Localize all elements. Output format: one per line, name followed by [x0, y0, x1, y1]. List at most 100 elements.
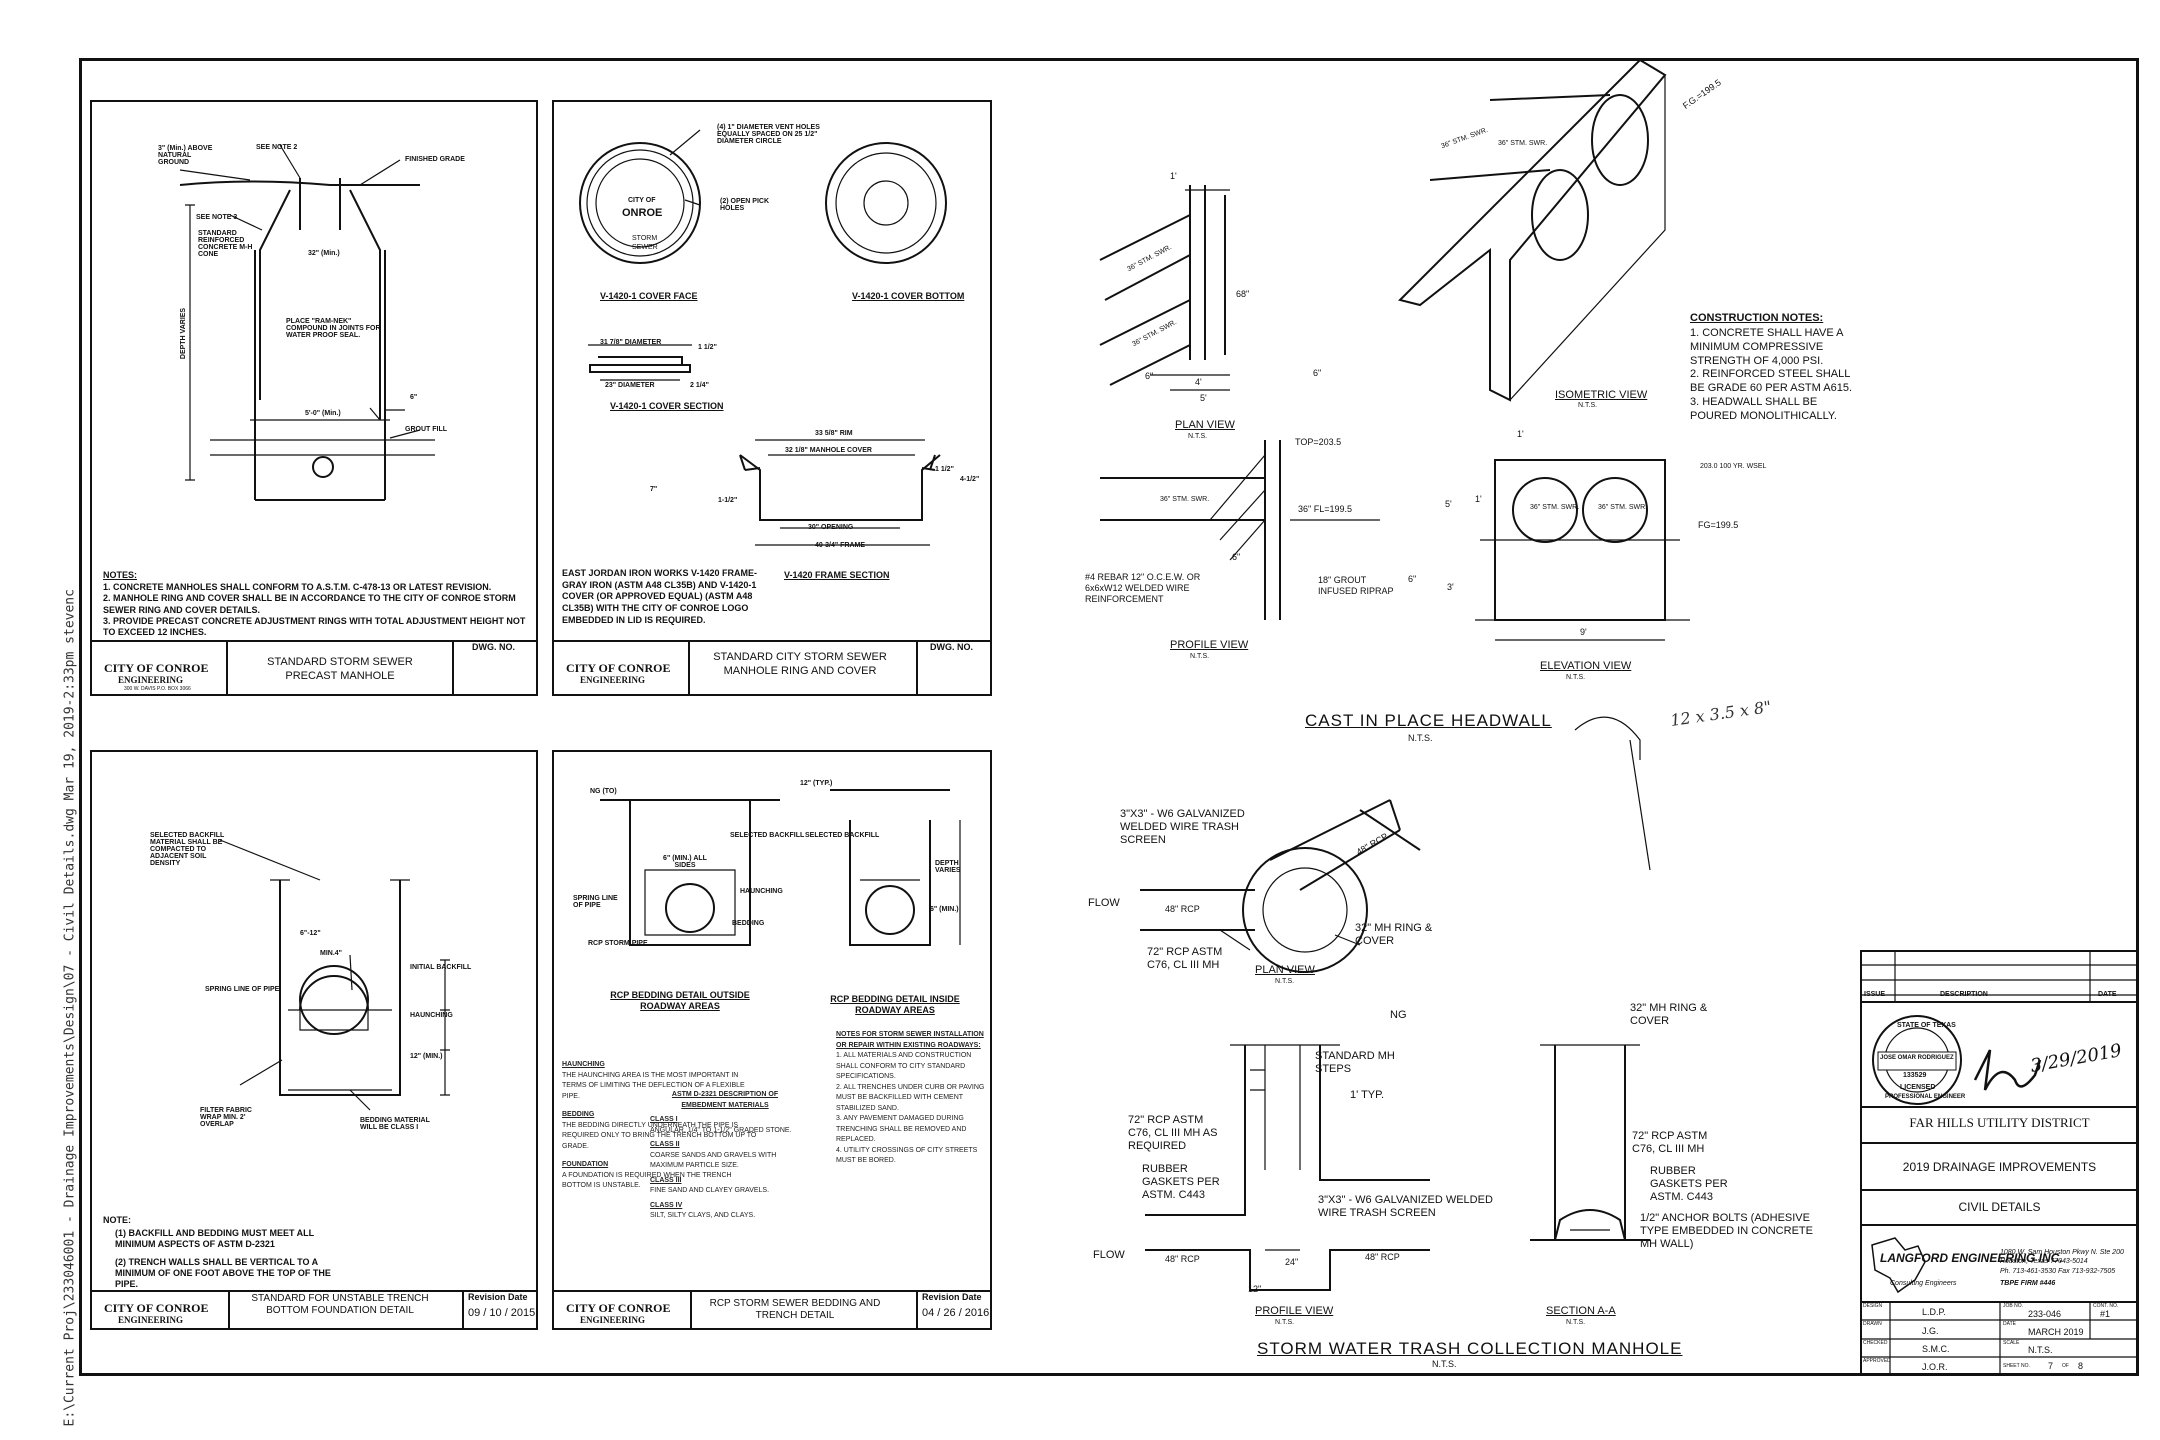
project-name: 2019 DRAINAGE IMPROVEMENTS: [1902, 1160, 2097, 1174]
ring-notes: EAST JORDAN IRON WORKS V-1420 FRAME-GRAY…: [562, 568, 758, 625]
callout: FILTER FABRIC WRAP MIN. 2' OVERLAP: [200, 1107, 252, 1128]
callout: SPRING LINE OF PIPE: [573, 895, 618, 909]
client-name: FAR HILLS UTILITY DISTRICT: [1909, 1115, 2090, 1130]
logo-eng: ENGINEERING: [580, 675, 646, 685]
callout: BEDDING: [732, 920, 765, 927]
dim: 68": [1236, 289, 1250, 299]
callout: NG (TO): [590, 788, 617, 795]
approved-label: APPROVED: [1863, 1358, 1891, 1364]
sheet-total: 8: [2078, 1361, 2084, 1371]
callout: 6" (MIN.): [930, 906, 959, 913]
nts: N.T.S.: [1275, 978, 1295, 985]
seal-state: STATE OF TEXAS: [1897, 1022, 1956, 1029]
sheet-border: [79, 58, 2139, 1376]
trench-title: STANDARD FOR UNSTABLE TRENCH BOTTOM FOUN…: [251, 1293, 429, 1316]
callout: 72" RCP ASTM C76, CL III MH AS REQUIRED: [1128, 1114, 1218, 1153]
dim: 5': [1445, 499, 1452, 509]
cover-text: SEWER: [632, 244, 658, 251]
dim: 30" OPENING: [808, 524, 854, 531]
callout: NG: [1390, 1009, 1407, 1021]
callout: 3"X3" - W6 GALVANIZED WELDED WIRE TRASH …: [1120, 808, 1245, 847]
label: V-1420-1 COVER BOTTOM: [852, 291, 965, 301]
drawn-label: DRAWN: [1863, 1321, 1882, 1327]
rev-date: 09 / 10 / 2015: [468, 1307, 536, 1319]
construction-notes-title: CONSTRUCTION NOTES:: [1690, 312, 1824, 324]
callout: SPRING LINE OF PIPE: [205, 986, 280, 993]
callout: 5'-0" (Min.): [305, 410, 341, 417]
callout: 12" (TYP.): [800, 780, 833, 787]
dim: 36" FL=199.5: [1298, 504, 1352, 514]
dim: 203.0 100 YR. WSEL: [1700, 463, 1767, 470]
callout: 48" RCP: [1365, 1252, 1400, 1262]
dim: 1-1/2": [718, 497, 738, 504]
rebar-note: #4 REBAR 12" O.C.E.W. OR 6x6xW12 WELDED …: [1085, 572, 1201, 604]
dim: FG=199.5: [1698, 520, 1739, 530]
callout: (4) 1" DIAMETER VENT HOLES EQUALLY SPACE…: [717, 124, 820, 145]
scale-value: N.T.S.: [2028, 1345, 2053, 1355]
callout: 12": [1248, 1284, 1262, 1294]
pipe-label: 36" STM. SWR.: [1498, 140, 1548, 147]
rev-box: [462, 1290, 538, 1330]
trench-notes: (1) BACKFILL AND BEDDING MUST MEET ALL M…: [115, 1228, 331, 1289]
dim: TOP=203.5: [1295, 437, 1342, 447]
dim: 6": [1145, 371, 1154, 381]
notes-title: NOTES:: [103, 570, 138, 580]
job-value: 233-046: [2028, 1309, 2062, 1319]
logo-eng: ENGINEERING: [118, 1315, 184, 1325]
scale-label: SCALE: [2003, 1340, 2020, 1346]
contr-value: #1: [2100, 1309, 2111, 1319]
callout: INITIAL BACKFILL: [410, 964, 472, 971]
checked-label: CHECKED: [1863, 1340, 1888, 1346]
nts: N.T.S.: [1408, 733, 1433, 743]
logo-eng: ENGINEERING: [118, 675, 184, 685]
ring-title: STANDARD CITY STORM SEWER MANHOLE RING A…: [713, 651, 887, 678]
callout: SELECTED BACKFILL: [805, 832, 880, 839]
callout: FINISHED GRADE: [405, 156, 465, 163]
dwg-no-label: DWG. NO.: [472, 642, 515, 652]
callout: HAUNCHING: [740, 888, 783, 895]
callout: HAUNCHING: [410, 1012, 453, 1019]
tb-description: DESCRIPTION: [1940, 991, 1988, 998]
cover-text: ONROE: [622, 207, 663, 219]
city-logo: [90, 1290, 230, 1330]
label: V-1420 FRAME SECTION: [784, 570, 890, 580]
callout: 3" (Min.) ABOVE NATURAL GROUND: [158, 145, 213, 166]
callout: SEE NOTE 2: [256, 144, 298, 151]
callout: RUBBER GASKETS PER ASTM. C443: [1650, 1165, 1728, 1204]
callout: GROUT FILL: [405, 426, 447, 433]
bedding-text-mid: ASTM D-2321 DESCRIPTION OF EMBEDMENT MAT…: [650, 1091, 792, 1219]
dim: 4-1/2": [960, 476, 980, 483]
dwg-no-box: [916, 640, 992, 696]
nts: N.T.S.: [1578, 402, 1598, 409]
profile-view-label: PROFILE VIEW: [1170, 639, 1249, 651]
elevation-view-label: ELEVATION VIEW: [1540, 660, 1632, 672]
dim: 6": [1232, 552, 1241, 562]
callout: FLOW: [1088, 897, 1120, 909]
callout: 24": [1285, 1257, 1299, 1267]
manhole-notes: 1. CONCRETE MANHOLES SHALL CONFORM TO A.…: [103, 582, 526, 637]
callout: 6" (MIN.) ALL SIDES: [663, 855, 707, 869]
dim: 32 1/8" MANHOLE COVER: [785, 447, 872, 454]
callout: 48" RCP: [1165, 904, 1200, 914]
logo-city: CITY OF CONROE: [104, 1301, 209, 1315]
callout: PLACE "RAM-NEK" COMPOUND IN JOINTS FOR W…: [286, 318, 381, 339]
job-label: JOB NO.: [2003, 1303, 2024, 1309]
dim: 23" DIAMETER: [605, 382, 655, 389]
rev-label: Revision Date: [468, 1292, 528, 1302]
tb-issue: ISSUE: [1864, 991, 1886, 998]
callout: FLOW: [1093, 1249, 1125, 1261]
callout: STANDARD REINFORCED CONCRETE M-H CONE: [198, 230, 253, 258]
contr-label: CONT. NO.: [2093, 1303, 2119, 1309]
label: V-1420-1 COVER FACE: [600, 291, 698, 301]
dwg-no-label: DWG. NO.: [930, 642, 973, 652]
bedding-title: RCP STORM SEWER BEDDING AND TRENCH DETAI…: [709, 1298, 881, 1321]
dim: 1': [1517, 429, 1524, 439]
callout: RUBBER GASKETS PER ASTM. C443: [1142, 1163, 1220, 1202]
bedding-text-right: NOTES FOR STORM SEWER INSTALLATION OR RE…: [836, 1031, 985, 1164]
dim: 1': [1475, 494, 1482, 504]
nts: N.T.S.: [1275, 1319, 1295, 1326]
isometric-view-label: ISOMETRIC VIEW: [1555, 389, 1648, 401]
